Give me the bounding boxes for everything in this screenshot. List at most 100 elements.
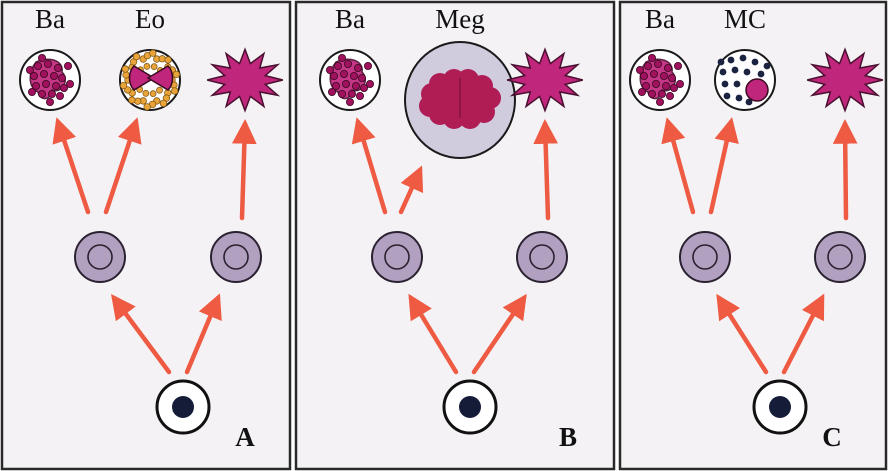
stem-cell-icon [754,381,806,433]
mast-cell-granule [744,69,751,76]
panel-letter: B [559,422,577,452]
basophil-granule [650,70,657,77]
left-cell-label: Ba [35,4,65,34]
progenitor-cell-membrane [815,232,865,282]
progenitor-cell-icon [372,232,422,282]
basophil-granule [352,82,359,89]
basophil-granule [52,82,59,89]
basophil-granule [358,74,365,81]
basophil-granule [44,60,51,67]
progenitor-cell-membrane [75,232,125,282]
eosinophil-granule [150,91,156,97]
basophil-granule [636,66,643,73]
mast-cell-granule [728,57,735,64]
panel-letter: A [235,422,255,452]
basophil-granule [42,80,49,87]
basophil-granule [348,90,355,97]
basophil-granule [656,98,663,105]
basophil-granule [666,92,673,99]
basophil-granule [356,92,363,99]
middle-cell-label: Meg [435,4,485,34]
basophil-granule [660,72,667,79]
stem-cell-nucleus [172,396,194,418]
basophil-granule [334,62,341,69]
basophil-granule [338,54,345,61]
middle-cell-label: MC [724,4,766,34]
progenitor-cell-icon [517,232,567,282]
progenitor-cell-icon [680,232,730,282]
basophil-granule [46,98,53,105]
mast-cell-granule [734,81,741,88]
basophil-granule [652,80,659,87]
basophil-granule [326,66,333,73]
basophil-granule [648,54,655,61]
eosinophil-granule [122,66,129,73]
mast-cell-nucleus [746,79,768,101]
mast-cell-granule [720,69,727,76]
basophil-granule [58,74,65,81]
basophil-icon [630,50,690,110]
eosinophil-granule [143,90,149,96]
eosinophil-granule [150,50,157,57]
basophil-granule [674,62,681,69]
arrow [242,124,245,218]
basophil-granule [354,64,361,71]
mast-cell-granule [740,55,747,62]
arrow [845,124,846,218]
middle-cell-label: Eo [135,4,165,34]
progenitor-cell-icon [815,232,865,282]
basophil-granule [366,80,373,87]
mast-cell-granule [736,95,743,102]
progenitor-cell-icon [211,232,261,282]
eosinophil-granule [165,57,172,64]
basophil-granule [658,90,665,97]
basophil-granule [66,80,73,87]
basophil-granule [338,90,345,97]
basophil-icon [320,50,380,110]
basophil-granule [638,88,645,95]
eosinophil-granule [157,87,163,93]
eosinophil-granule [144,104,151,111]
basophil-granule [342,80,349,87]
eosinophil-granule [129,97,136,104]
progenitor-cell-membrane [517,232,567,282]
arrow [545,124,548,218]
stem-cell-nucleus [769,396,791,418]
basophil-granule [38,54,45,61]
basophil-granule [56,92,63,99]
progenitor-cell-membrane [680,232,730,282]
basophil-granule [40,70,47,77]
panel-letter: C [822,422,842,452]
stem-cell-icon [157,381,209,433]
progenitor-cell-icon [75,232,125,282]
basophil-granule [350,72,357,79]
basophil-granule [344,60,351,67]
eosinophil-granule [133,53,140,60]
mast-cell-granule [764,63,771,70]
basophil-granule [48,90,55,97]
basophil-granule [664,64,671,71]
eosinophil-granule [144,63,150,69]
eosinophil-granule [120,82,127,89]
basophil-granule [328,88,335,95]
basophil-granule [364,62,371,69]
eosinophil-granule [151,64,157,70]
left-cell-label: Ba [645,4,675,34]
basophil-granule [340,70,347,77]
basophil-granule [654,60,661,67]
panel-a: Ba EoA [2,2,290,469]
mast-cell-granule [718,59,725,66]
mast-cell-icon [715,50,775,110]
basophil-granule [28,88,35,95]
mast-cell-granule [758,71,765,78]
eosinophil-granule [173,71,180,78]
basophil-granule [54,64,61,71]
basophil-granule [648,90,655,97]
eosinophil-granule [134,98,141,105]
panel-c: Ba MC C [620,2,886,469]
eosinophil-icon [120,50,180,110]
mast-cell-granule [732,67,739,74]
basophil-granule [38,90,45,97]
